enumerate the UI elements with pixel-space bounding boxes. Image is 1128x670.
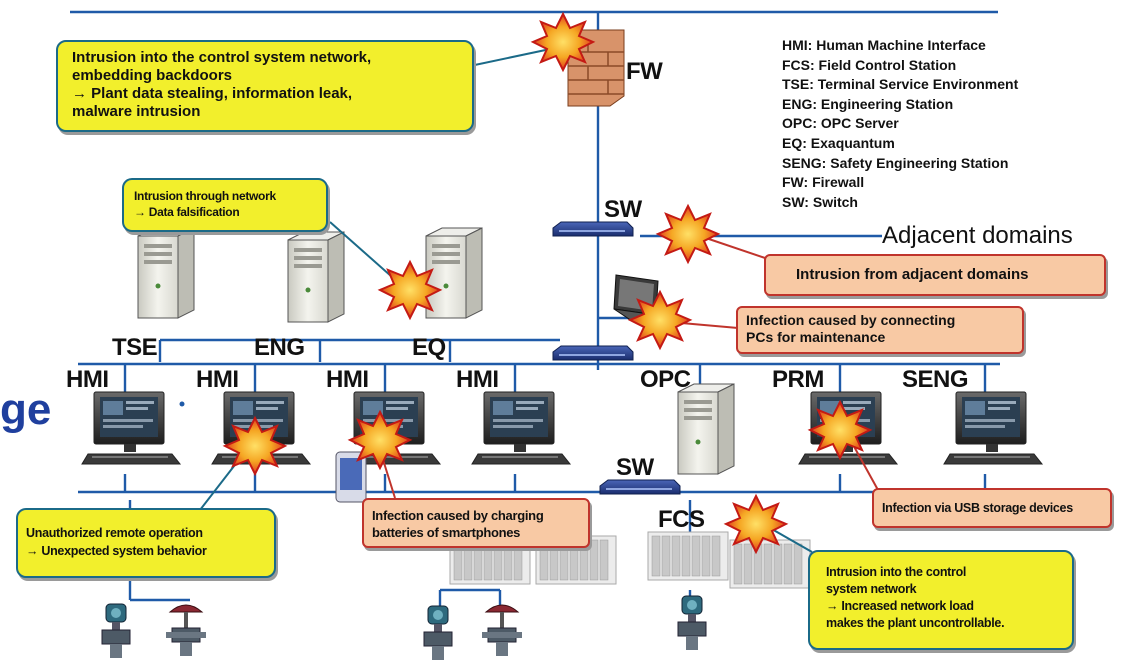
switch-bottom-icon — [599, 479, 681, 495]
opc-server-icon — [677, 383, 735, 475]
fw-label: FW — [626, 58, 663, 85]
threat-callout-remote-operation: Unauthorized remote operation → Unexpect… — [16, 508, 276, 578]
legend-item: OPC: OPC Server — [782, 115, 899, 132]
adjacent-domains-label: Adjacent domains — [882, 222, 1073, 249]
threat-star-icon — [629, 291, 691, 349]
hmi-4-workstation-icon — [471, 391, 571, 465]
legend-item: SENG: Safety Engineering Station — [782, 154, 1009, 171]
legend-item: FCS: Field Control Station — [782, 56, 957, 73]
legend-item: FW: Firewall — [782, 174, 865, 191]
hmi-2-label: HMI — [196, 366, 239, 393]
opc-label: OPC — [640, 366, 691, 393]
transmitter-3-icon — [677, 595, 707, 651]
legend-item: TSE: Terminal Service Environment — [782, 76, 1019, 93]
legend-item: HMI: Human Machine Interface — [782, 37, 986, 53]
transmitter-1-icon — [101, 603, 131, 659]
threat-text: Intrusion into the control system networ… — [826, 565, 1005, 630]
fcs-rack-4-icon — [729, 539, 811, 589]
threat-callout-network-intrusion: Intrusion through network → Data falsifi… — [122, 178, 328, 232]
legend-item: SW: Switch — [782, 193, 858, 210]
eq-server-icon — [425, 227, 483, 319]
hmi-1-label: HMI — [66, 366, 109, 393]
threat-star-icon — [809, 401, 871, 459]
switch-middle-icon — [552, 345, 634, 361]
switch-top-icon — [552, 221, 634, 237]
threat-text: Intrusion through network → Data falsifi… — [134, 189, 276, 219]
threat-star-icon — [224, 417, 286, 475]
threat-star-icon — [379, 261, 441, 319]
threat-text: Unauthorized remote operation → Unexpect… — [26, 526, 207, 558]
threat-text: Intrusion from adjacent domains — [796, 266, 1029, 283]
eng-label: ENG — [254, 334, 305, 361]
hmi-1-workstation-icon — [81, 391, 181, 465]
threat-callout-backdoor: Intrusion into the control system networ… — [56, 40, 474, 132]
edge-text: ge — [0, 385, 52, 434]
threat-text: Intrusion into the control system networ… — [72, 49, 372, 120]
tse-server-icon — [137, 227, 195, 319]
seng-workstation-icon — [943, 391, 1043, 465]
transmitter-2-icon — [423, 605, 453, 661]
threat-callout-maintenance: Infection caused by connecting PCs for m… — [736, 306, 1024, 354]
hmi-3-label: HMI — [326, 366, 369, 393]
threat-callout-fcs-network: Intrusion into the control system networ… — [808, 550, 1074, 650]
eq-label: EQ — [412, 334, 446, 361]
hmi-4-label: HMI — [456, 366, 499, 393]
valve-2-icon — [481, 604, 523, 657]
threat-text: Infection via USB storage devices — [882, 501, 1073, 515]
threat-text: Infection caused by connecting PCs for m… — [746, 312, 956, 345]
threat-callout-usb: Infection via USB storage devices — [872, 488, 1112, 528]
tse-label: TSE — [112, 334, 158, 361]
threat-star-icon — [349, 411, 411, 469]
sw-bottom-label: SW — [616, 454, 654, 481]
seng-label: SENG — [902, 366, 969, 393]
threat-star-icon — [532, 13, 594, 71]
threat-star-icon — [657, 205, 719, 263]
smartphone-icon — [335, 451, 367, 503]
threat-text: Infection caused by charging batteries o… — [372, 508, 544, 540]
valve-1-icon — [165, 604, 207, 657]
fcs-label: FCS — [658, 506, 705, 533]
abbreviation-legend: HMI: Human Machine Interface FCS: Field … — [782, 36, 1018, 212]
threat-star-icon — [725, 495, 787, 553]
legend-item: EQ: Exaquantum — [782, 134, 895, 151]
threat-callout-adjacent: Intrusion from adjacent domains — [764, 254, 1106, 296]
legend-item: ENG: Engineering Station — [782, 95, 954, 112]
prm-label: PRM — [772, 366, 824, 393]
fcs-rack-3-icon — [647, 531, 729, 581]
sw-top-label: SW — [604, 196, 642, 223]
threat-callout-smartphones: Infection caused by charging batteries o… — [362, 498, 590, 548]
eng-server-icon — [287, 231, 345, 323]
